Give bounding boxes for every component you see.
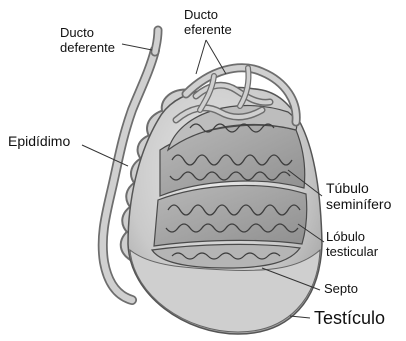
label-lobulo-testicular: Lóbulo testicular [326,230,378,260]
label-septo: Septo [324,282,358,297]
leader-ducto-deferente [122,44,152,50]
label-testiculo: Testículo [314,308,385,329]
label-ducto-deferente: Ducto deferente [60,26,115,56]
label-ducto-eferente: Ducto eferente [184,8,232,38]
leader-testiculo [290,316,310,318]
label-epididimo: Epidídimo [8,133,70,149]
label-tubulo-seminifero: Túbulo seminífero [326,180,391,212]
